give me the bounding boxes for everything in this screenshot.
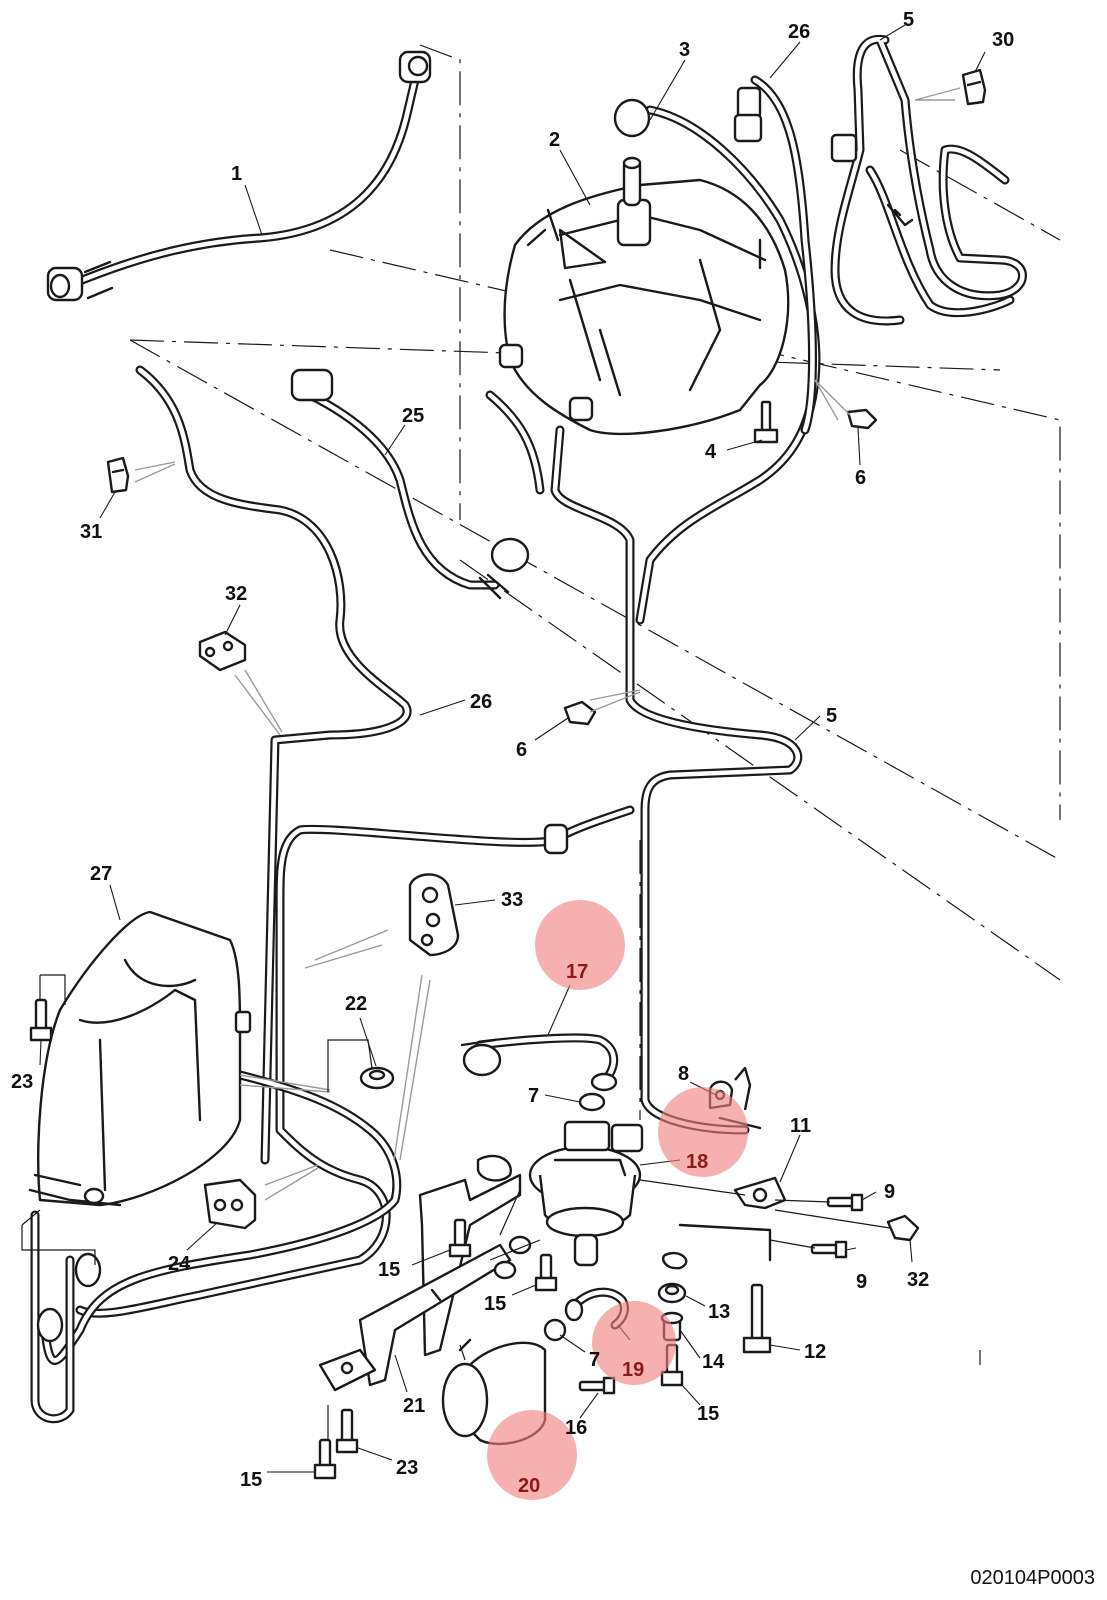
label-12: 12 bbox=[804, 1341, 826, 1363]
label-4: 4 bbox=[705, 441, 717, 463]
part-15-bolt-1 bbox=[448, 1218, 472, 1258]
part-6-clip-upper bbox=[846, 408, 878, 430]
part-9-screw-lower bbox=[810, 1240, 848, 1259]
part-33-grommet bbox=[408, 873, 460, 957]
part-15-bolt-2 bbox=[534, 1253, 558, 1292]
label-16: 16 bbox=[565, 1417, 587, 1439]
part-9-screw-upper bbox=[826, 1193, 864, 1212]
label-26-upper: 26 bbox=[788, 21, 810, 43]
leader-lines bbox=[39, 24, 986, 1473]
part-32-clip-lower bbox=[886, 1214, 920, 1242]
part-6-clip-lower bbox=[563, 700, 597, 726]
label-6-lower: 6 bbox=[516, 739, 527, 761]
label-15-d: 15 bbox=[240, 1469, 262, 1491]
part-18-purge-valve bbox=[528, 1120, 644, 1267]
label-9-upper: 9 bbox=[884, 1181, 895, 1203]
label-32-lower: 32 bbox=[907, 1269, 929, 1291]
highlight-20 bbox=[487, 1410, 577, 1500]
pointer-lines bbox=[21, 87, 981, 1440]
part-5-formed-pipe bbox=[830, 34, 1027, 326]
part-15-bolt-4 bbox=[313, 1438, 337, 1480]
label-21: 21 bbox=[403, 1395, 425, 1417]
part-15-nut bbox=[493, 1235, 532, 1280]
part-5-lower-pipe bbox=[485, 390, 803, 1135]
label-15-a: 15 bbox=[378, 1259, 400, 1281]
label-15-b: 15 bbox=[484, 1293, 506, 1315]
part-23-bolt-upper bbox=[29, 998, 53, 1042]
part-4-bolt bbox=[753, 400, 779, 444]
part-7-clamp-upper bbox=[578, 1092, 606, 1112]
highlight-17 bbox=[535, 900, 625, 990]
highlight-markers bbox=[487, 900, 748, 1500]
label-27: 27 bbox=[90, 863, 112, 885]
label-13: 13 bbox=[708, 1301, 730, 1323]
label-15-c: 15 bbox=[697, 1403, 719, 1425]
part-2-expansion-tank bbox=[498, 156, 790, 436]
label-26-lower: 26 bbox=[470, 691, 492, 713]
part-11-bracket bbox=[661, 1176, 787, 1270]
part-21-bracket bbox=[318, 1154, 522, 1392]
part-26-coolant-hose bbox=[135, 75, 817, 1165]
highlight-19 bbox=[592, 1301, 676, 1385]
part-1-fuel-hose bbox=[46, 50, 432, 302]
label-2: 2 bbox=[549, 129, 560, 151]
label-5-lower: 5 bbox=[826, 705, 837, 727]
label-3: 3 bbox=[679, 39, 690, 61]
part-12-bolt bbox=[742, 1283, 772, 1354]
label-25: 25 bbox=[402, 405, 424, 427]
part-27-charcoal-canister bbox=[28, 910, 252, 1207]
label-20: 20 bbox=[518, 1475, 540, 1497]
part-17-hose bbox=[460, 1033, 619, 1092]
label-32-upper: 32 bbox=[225, 583, 247, 605]
label-23-upper: 23 bbox=[11, 1071, 33, 1093]
part-labels: 1 2 3 4 5 5 6 6 7 7 8 9 9 11 12 13 14 15… bbox=[11, 9, 1014, 1497]
part-26-lower-loop bbox=[30, 805, 635, 1424]
label-17: 17 bbox=[566, 961, 588, 983]
label-6-upper: 6 bbox=[855, 467, 866, 489]
label-30: 30 bbox=[992, 29, 1014, 51]
label-14: 14 bbox=[702, 1351, 725, 1373]
label-5-upper: 5 bbox=[903, 9, 914, 31]
label-31: 31 bbox=[80, 521, 102, 543]
part-22-grommet bbox=[359, 1066, 395, 1090]
label-8: 8 bbox=[678, 1063, 689, 1085]
label-7-lower: 7 bbox=[589, 1349, 600, 1371]
label-19: 19 bbox=[622, 1359, 644, 1381]
part-25-hose bbox=[290, 368, 530, 600]
part-24-mounting-block bbox=[203, 1178, 257, 1230]
highlight-18 bbox=[658, 1087, 748, 1177]
label-18: 18 bbox=[686, 1151, 708, 1173]
label-1: 1 bbox=[231, 163, 242, 185]
diagram-reference-code: 020104P0003 bbox=[970, 1567, 1095, 1589]
label-11: 11 bbox=[790, 1115, 811, 1137]
part-32-clip-upper bbox=[198, 630, 247, 672]
label-9-lower: 9 bbox=[856, 1271, 867, 1293]
part-16-screw bbox=[578, 1376, 616, 1395]
part-23-bolt-lower bbox=[335, 1408, 359, 1454]
label-23-lower: 23 bbox=[396, 1457, 418, 1479]
part-13-nut bbox=[657, 1282, 687, 1304]
label-22: 22 bbox=[345, 993, 367, 1015]
label-24: 24 bbox=[168, 1253, 191, 1275]
label-33: 33 bbox=[501, 889, 523, 911]
part-31-clip bbox=[106, 456, 130, 494]
part-30-clip bbox=[961, 68, 987, 106]
label-7-upper: 7 bbox=[528, 1085, 539, 1107]
